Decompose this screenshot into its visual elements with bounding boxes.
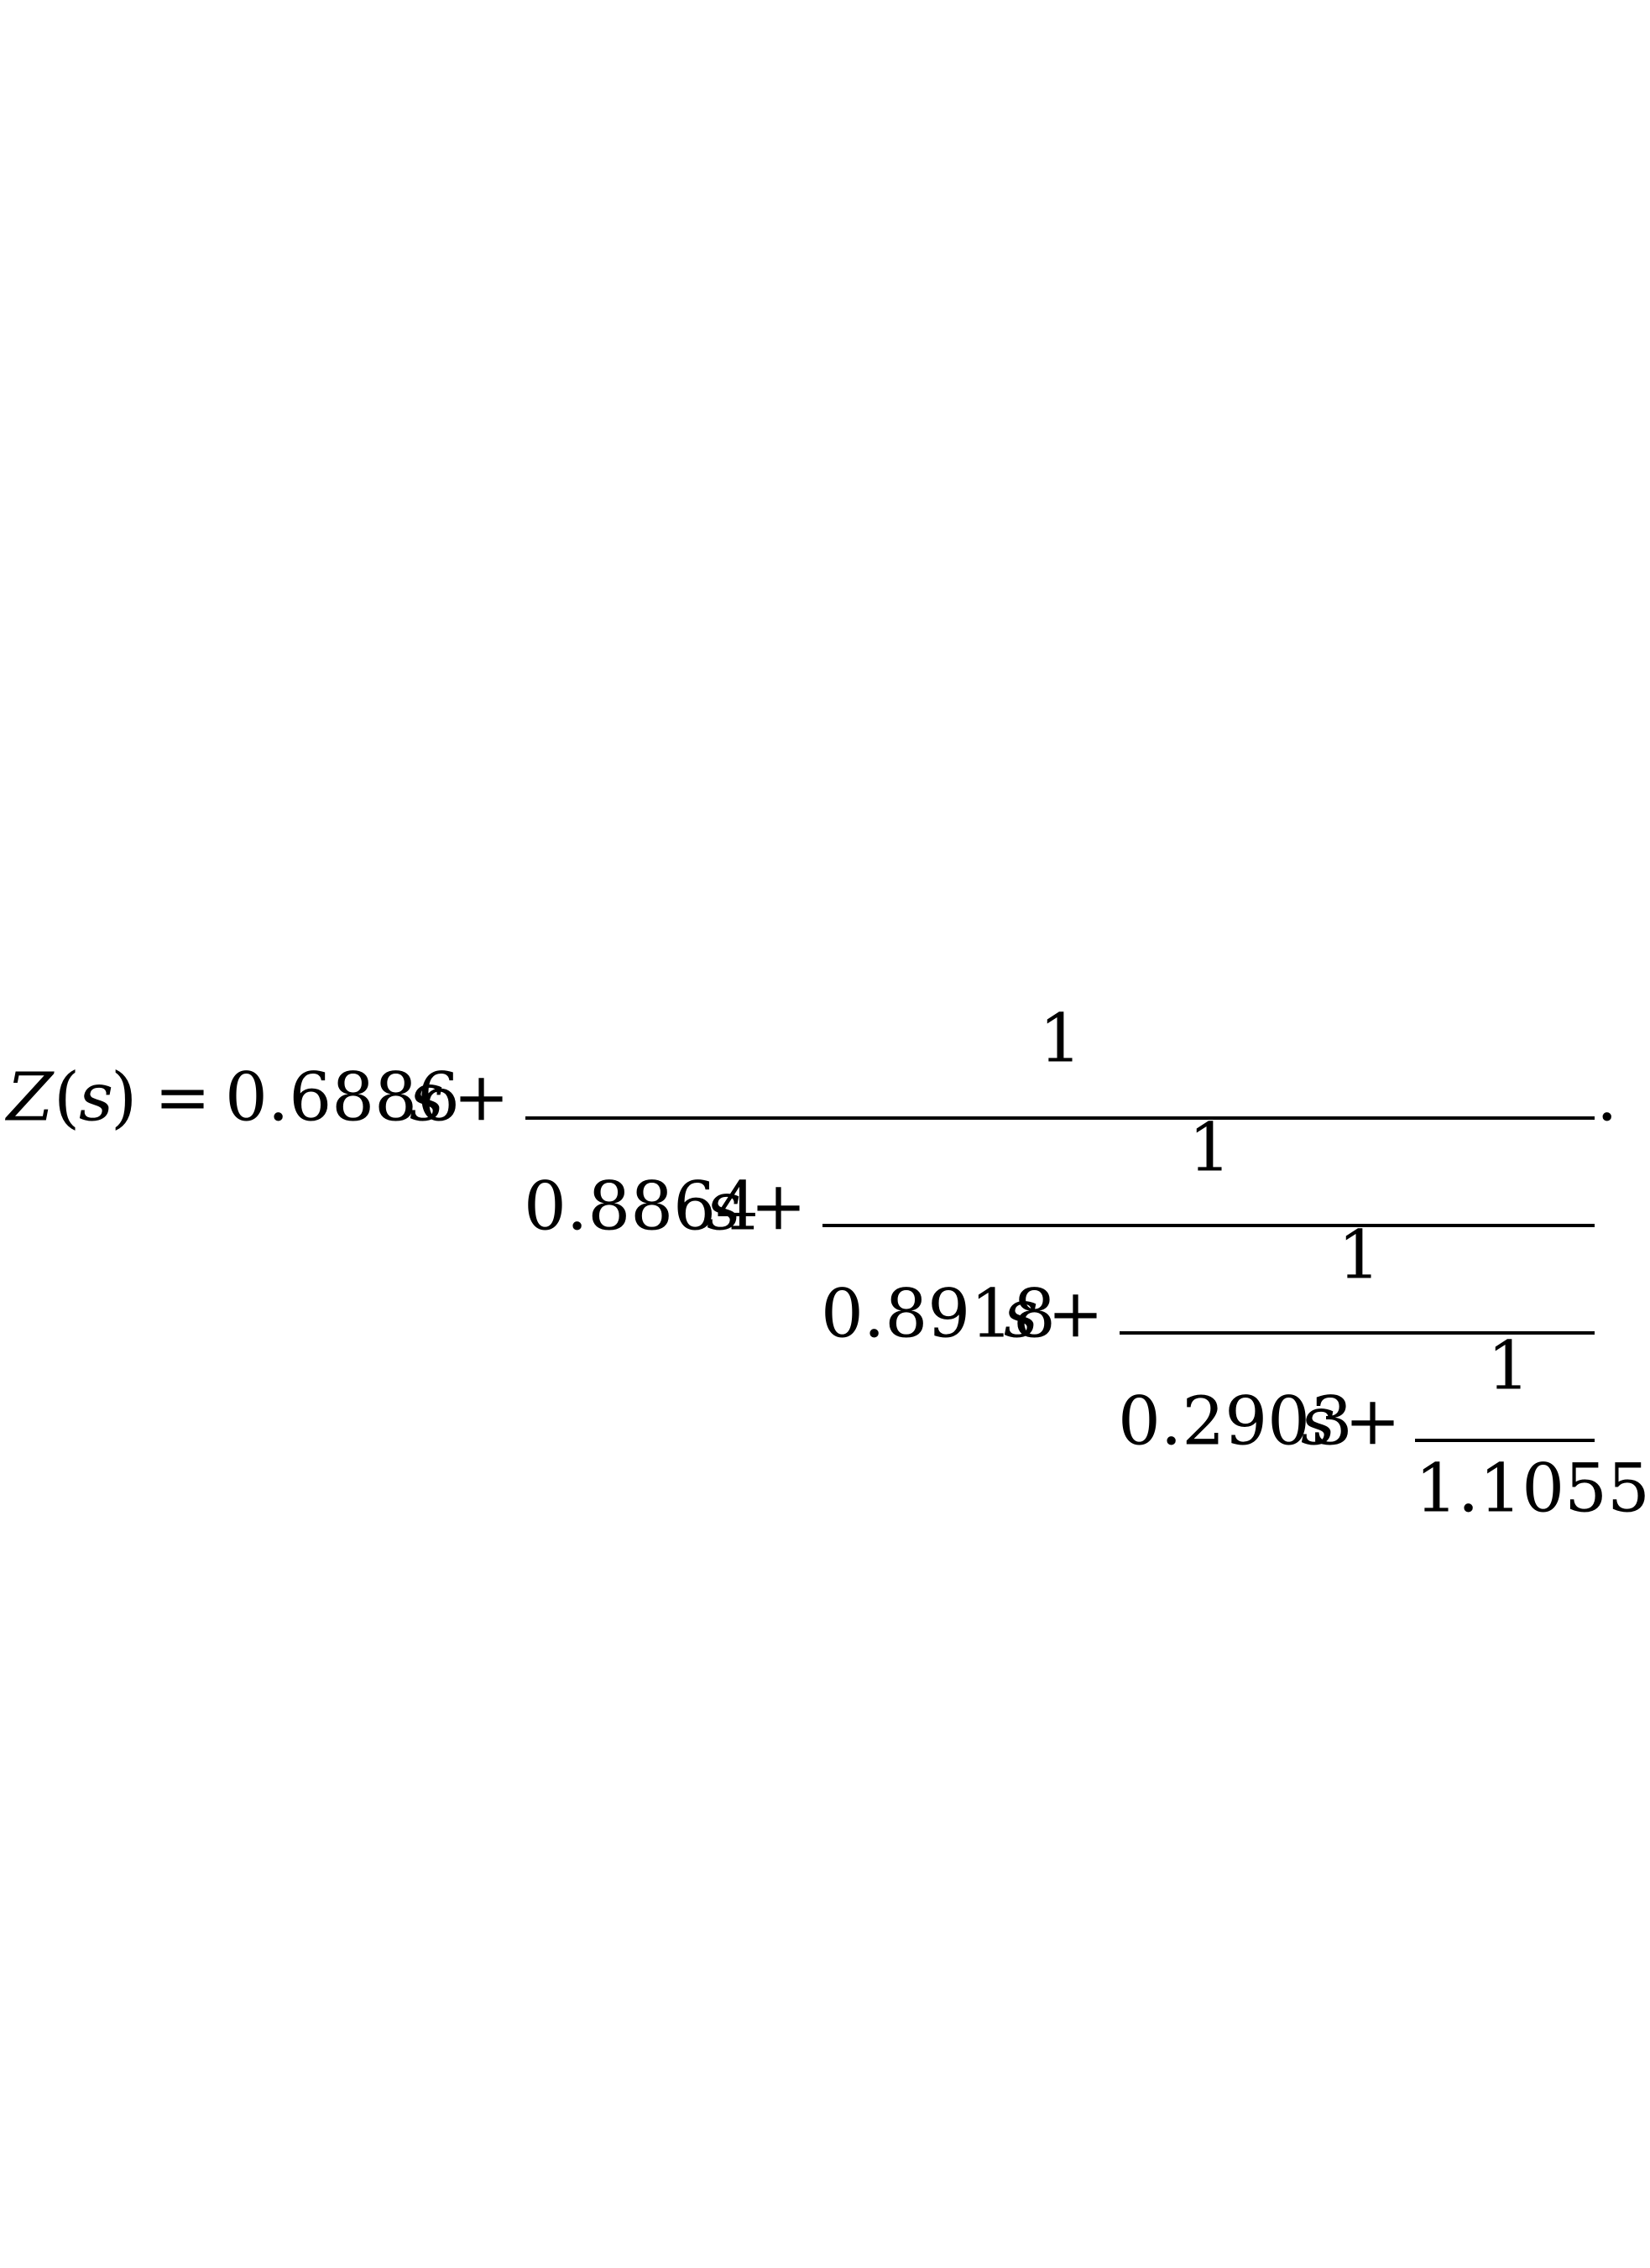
- level-2-coefficient: 0.8918: [821, 1274, 1056, 1353]
- level-1-numerator: 1: [1188, 1108, 1231, 1187]
- lhs-open-paren: (: [54, 1058, 81, 1137]
- level-2-numerator: 1: [1338, 1215, 1381, 1294]
- level-1-plus: +: [750, 1167, 807, 1246]
- level-1-fraction-bar: [822, 1224, 1595, 1227]
- level-3-numerator: 1: [1487, 1326, 1530, 1405]
- level-3-fraction-bar: [1415, 1439, 1595, 1442]
- level-2-variable: s: [1004, 1274, 1039, 1353]
- equals-sign: =: [154, 1058, 211, 1137]
- level-1-coefficient: 0.8864: [524, 1167, 759, 1246]
- level-2-fraction-bar: [1120, 1331, 1595, 1335]
- level-0-numerator: 1: [1039, 999, 1082, 1078]
- level-3-variable: s: [1301, 1382, 1336, 1461]
- level-0-plus: +: [453, 1058, 510, 1137]
- level-0-fraction-bar: [525, 1116, 1595, 1120]
- level-3-plus: +: [1345, 1382, 1402, 1461]
- final-denominator: 1.1055: [1415, 1449, 1650, 1528]
- level-0-variable: s: [410, 1058, 445, 1137]
- level-3-coefficient: 0.2903: [1118, 1382, 1353, 1461]
- lhs-function-name: Z: [7, 1058, 54, 1137]
- level-2-plus: +: [1047, 1274, 1104, 1353]
- lhs-argument: s: [79, 1058, 114, 1137]
- lhs-close-paren: ): [111, 1058, 138, 1137]
- level-0-coefficient: 0.6886: [225, 1058, 460, 1137]
- level-1-variable: s: [707, 1167, 742, 1246]
- equation-period: .: [1596, 1058, 1618, 1137]
